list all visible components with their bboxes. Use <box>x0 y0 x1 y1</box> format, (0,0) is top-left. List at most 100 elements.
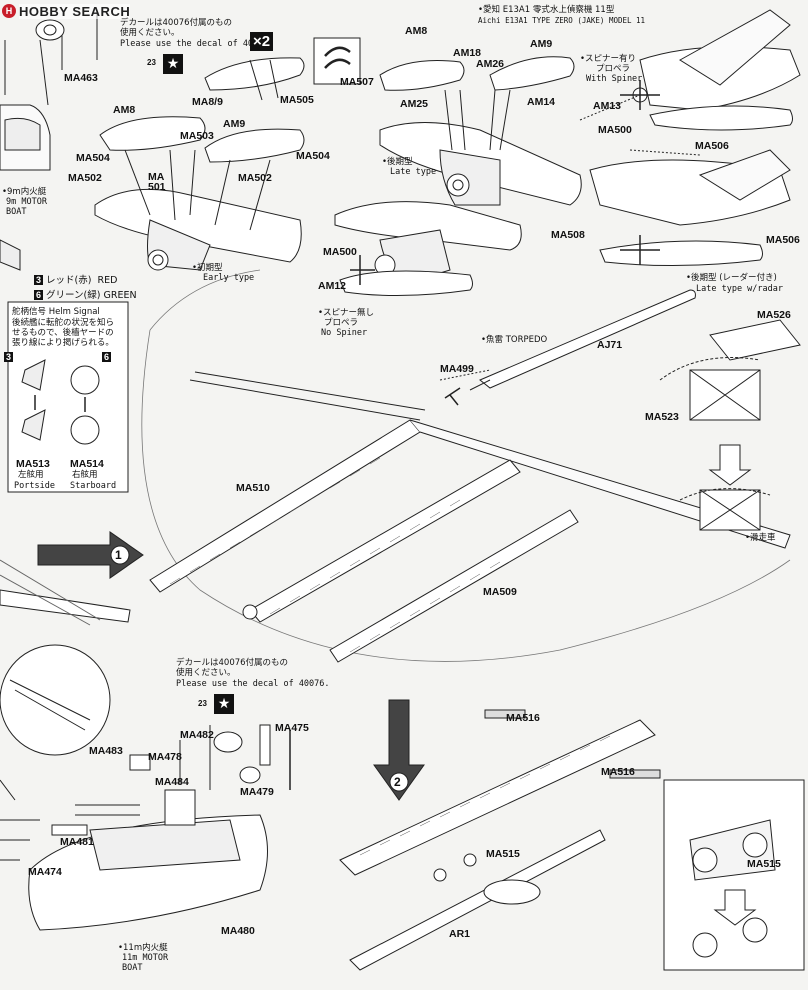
label-ma484: MA484 <box>155 776 189 788</box>
starboard-en: Starboard <box>70 481 117 491</box>
note-early-type-jp: •初期型 <box>192 263 223 273</box>
aircraft-title-en: Aichi E13A1 TYPE ZERO (JAKE) MODEL 11 <box>478 16 646 25</box>
logo-text: HOBBY SEARCH <box>19 3 131 19</box>
decal-note-bottom-en: Please use the decal of 40076. <box>176 679 330 689</box>
label-am13: AM13 <box>593 100 622 112</box>
label-ma516-b: MA516 <box>601 766 635 778</box>
label-ma474: MA474 <box>28 866 62 878</box>
label-am26: AM26 <box>476 58 505 70</box>
note-motor-11m-en: 11m MOTOR <box>122 953 169 963</box>
label-ma479: MA479 <box>240 786 274 798</box>
label-ar1: AR1 <box>449 928 471 940</box>
label-ma516-a: MA516 <box>506 712 540 724</box>
label-am25: AM25 <box>400 98 429 110</box>
label-ma483: MA483 <box>89 745 123 757</box>
label-ma506-top: MA506 <box>695 140 729 152</box>
note-no-spiner-en: No Spiner <box>321 328 368 338</box>
aircraft-title-jp: •愛知 E13A1 零式水上偵察機 11型 <box>478 5 615 15</box>
hobby-search-logo[interactable]: H HOBBY SEARCH <box>2 3 131 19</box>
color-6-jp: グリーン(緑) <box>46 290 101 301</box>
label-ma509: MA509 <box>483 586 517 598</box>
decal-note-top-en: Please use the decal of 40076. <box>120 39 274 49</box>
label-ma510: MA510 <box>236 482 270 494</box>
label-am8-top: AM8 <box>405 25 428 37</box>
label-am14: AM14 <box>527 96 556 108</box>
starboard-jp: 右舷用 <box>72 470 98 480</box>
logo-mark-icon: H <box>2 4 16 18</box>
note-no-spiner-jp: •スピナー無し <box>318 308 375 318</box>
label-ma8-9: MA8/9 <box>192 96 223 108</box>
multiplier-badge: ×2 <box>250 32 274 51</box>
decal-note-bottom-jp: デカールは40076付属のもの <box>176 658 289 668</box>
label-ma503: MA503 <box>180 130 214 142</box>
label-ma502-l: MA502 <box>68 172 102 184</box>
label-ma506-r: MA506 <box>766 234 800 246</box>
label-ma515-box: MA515 <box>747 858 781 870</box>
label-ma501: MA 501 <box>148 171 166 193</box>
color-3-en: RED <box>97 275 118 286</box>
label-ma505: MA505 <box>280 94 314 106</box>
note-late-radar-en: Late type w/radar <box>696 284 783 294</box>
label-am9-top: AM9 <box>530 38 553 50</box>
helm-n6-chip: 6 <box>102 352 112 362</box>
label-ma514: MA514 <box>70 458 104 470</box>
label-ma500-top: MA500 <box>598 124 632 136</box>
note-motor-9m-jp: •9m内火艇 <box>2 187 47 197</box>
decal-note-top-jp: デカールは40076付属のもの <box>120 18 233 28</box>
color-6-chip: 6 <box>34 290 44 300</box>
label-ma513: MA513 <box>16 458 50 470</box>
color-3-jp: レッド(赤) <box>46 275 92 286</box>
step-2-number: 2 <box>394 775 401 789</box>
star-decal-icon-bottom: ★ <box>214 694 234 714</box>
label-ma500-mid: MA500 <box>323 246 357 258</box>
note-with-spiner-jp: •スピナー有り <box>580 54 637 64</box>
label-am18: AM18 <box>453 47 482 59</box>
note-late-radar-jp: •後期型 (レーダー付き) <box>686 273 777 283</box>
note-early-type-en: Early type <box>203 273 255 283</box>
label-ma499: MA499 <box>440 363 474 375</box>
label-am12: AM12 <box>318 280 347 292</box>
decal-number-top: 23 <box>147 58 156 67</box>
helm-n3-chip: 3 <box>4 352 14 362</box>
helm-signal-line3: 張り線により掲げられる。 <box>12 338 114 348</box>
note-kassha: •滑走車 <box>745 533 776 543</box>
label-ma478: MA478 <box>148 751 182 763</box>
label-ma475: MA475 <box>275 722 309 734</box>
note-late-type-en: Late type <box>390 167 437 177</box>
note-late-type-jp: •後期型 <box>382 157 413 167</box>
star-decal-icon: ★ <box>163 54 183 74</box>
label-ma480: MA480 <box>221 925 255 937</box>
decal-number-bottom: 23 <box>198 699 207 708</box>
note-motor-11m-jp: •11m内火艇 <box>118 943 168 953</box>
label-ma504-r: MA504 <box>296 150 330 162</box>
label-ma515: MA515 <box>486 848 520 860</box>
decal-note-top-jp2: 使用ください。 <box>120 28 180 38</box>
step-1-number: 1 <box>115 548 122 562</box>
color-3-chip: 3 <box>34 275 44 285</box>
portside-jp: 左舷用 <box>18 470 44 480</box>
label-ma507: MA507 <box>340 76 374 88</box>
label-ma502-r: MA502 <box>238 172 272 184</box>
note-motor-9m-en: 9m MOTOR <box>6 197 47 207</box>
note-no-spiner-jp2: プロペラ <box>324 318 359 328</box>
label-ma504-l: MA504 <box>76 152 110 164</box>
label-ma526: MA526 <box>757 309 791 321</box>
label-ma508: MA508 <box>551 229 585 241</box>
label-aj71: AJ71 <box>597 339 623 351</box>
helm-signal-line2: せるもので、後檣ヤードの <box>12 328 114 338</box>
portside-en: Portside <box>14 481 55 491</box>
note-with-spiner-jp2: プロペラ <box>596 64 631 74</box>
note-motor-11m-en2: BOAT <box>122 963 143 973</box>
note-motor-9m-en2: BOAT <box>6 207 27 217</box>
label-ma523: MA523 <box>645 411 679 423</box>
color-6-en: GREEN <box>103 290 137 301</box>
label-am8-left: AM8 <box>113 104 136 116</box>
decal-note-bottom-jp2: 使用ください。 <box>176 668 236 678</box>
label-am9-left: AM9 <box>223 118 246 130</box>
helm-signal-title: 舵柄信号 Helm Signal <box>12 307 100 317</box>
note-torpedo: •魚雷 TORPEDO <box>481 335 548 345</box>
label-ma481: MA481 <box>60 836 94 848</box>
